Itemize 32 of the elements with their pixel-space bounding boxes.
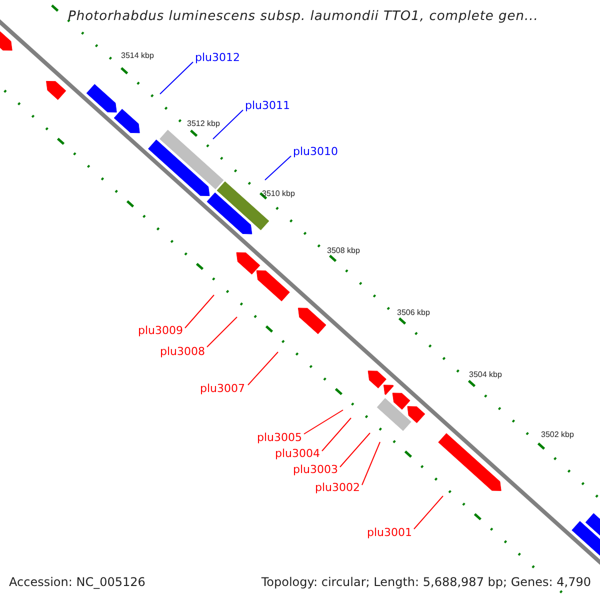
leader-line [212,110,244,140]
tick-label: 3506 kbp [397,308,430,318]
gene-label: plu3007 [200,382,245,395]
map-title: Photorhabdus luminescens subsp. laumondii TTO1, complete gen... [68,9,538,25]
leader-line [184,294,214,328]
leader-line [248,352,278,386]
gene-label: plu3001 [366,526,412,539]
accession-text: Accession: NC_005126 [9,574,146,590]
leader-line [264,156,292,180]
leader-line [362,442,380,486]
tick-label: 3512 kbp [187,119,220,129]
gene-label: plu3004 [274,447,320,460]
tick-label: 3510 kbp [262,189,295,199]
genome-info-text: Topology: circular; Length: 5,688,987 bp; Genes: 4,790 [261,574,591,590]
leader-line [304,410,344,434]
gene-label: plu3010 [293,145,338,158]
tick-label: 3504 kbp [469,370,502,380]
leader-line [160,62,194,94]
gene-label: plu3012 [195,51,240,64]
leader-line [340,432,370,468]
tick-label: 3514 kbp [121,51,154,61]
leader-line [414,496,444,530]
leader-line [206,316,238,348]
gene-label: plu3003 [292,463,338,476]
gene-label: plu3005 [256,431,302,444]
gene-label: plu3002 [314,481,360,494]
tick-label: 3508 kbp [327,246,360,256]
gene-label: plu3009 [138,324,183,337]
gene-label: plu3008 [160,345,205,358]
gene-label: plu3011 [245,99,290,112]
leader-line [322,418,352,452]
tick-label: 3502 kbp [541,430,574,440]
